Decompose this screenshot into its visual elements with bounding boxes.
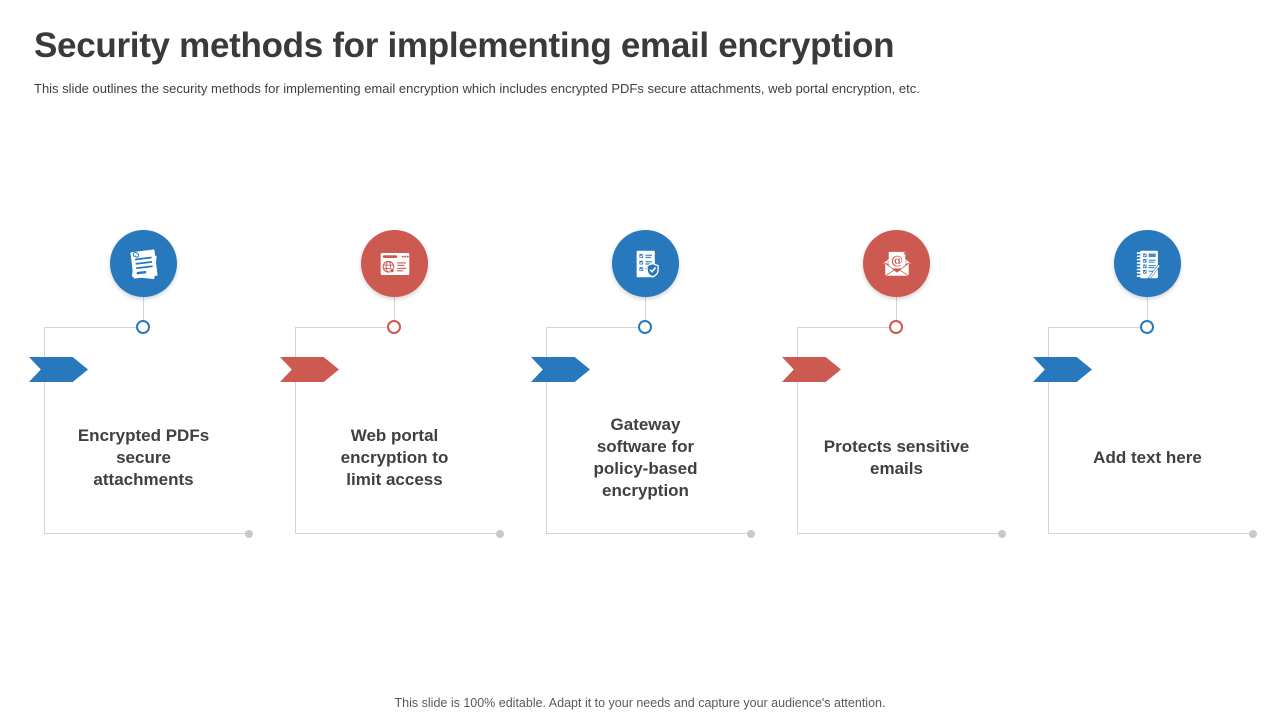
paperclip-document-icon — [122, 242, 166, 286]
chevron-arrow[interactable] — [29, 357, 88, 382]
box-bottom-line — [295, 533, 496, 534]
end-dot — [998, 530, 1006, 538]
slide-title: Security methods for implementing email … — [34, 26, 895, 65]
method-label[interactable]: Protects sensitive emails — [823, 436, 970, 478]
box-bottom-line — [546, 533, 747, 534]
icon-circle[interactable] — [110, 230, 177, 297]
chevron-arrow[interactable] — [531, 357, 590, 382]
connector-ring — [136, 320, 150, 334]
connector-line — [1147, 297, 1148, 321]
box-top-line — [797, 327, 889, 328]
icon-circle[interactable] — [612, 230, 679, 297]
box-left-line — [44, 327, 45, 534]
box-left-line — [546, 327, 547, 534]
box-bottom-line — [1048, 533, 1249, 534]
connector-ring — [1140, 320, 1154, 334]
method-column: Encrypted PDFs secure attachments — [18, 0, 269, 720]
slide-subtitle: This slide outlines the security methods… — [34, 81, 920, 96]
connector-line — [896, 297, 897, 321]
box-bottom-line — [44, 533, 245, 534]
method-column: Web portal encryption to limit access — [269, 0, 520, 720]
method-label[interactable]: Gateway software for policy-based encryp… — [593, 414, 698, 501]
checklist-shield-icon — [624, 242, 668, 286]
method-label[interactable]: Web portal encryption to limit access — [340, 425, 449, 490]
connector-ring — [889, 320, 903, 334]
method-label[interactable]: Add text here — [1093, 447, 1202, 467]
end-dot — [245, 530, 253, 538]
connector-line — [394, 297, 395, 321]
email-at-envelope-icon: @ — [875, 242, 919, 286]
footer-note: This slide is 100% editable. Adapt it to… — [394, 696, 886, 710]
method-label[interactable]: Encrypted PDFs secure attachments — [77, 425, 210, 490]
box-left-line — [295, 327, 296, 534]
icon-circle[interactable] — [1114, 230, 1181, 297]
chevron-arrow[interactable] — [280, 357, 339, 382]
chevron-arrow[interactable] — [782, 357, 841, 382]
web-portal-globe-icon — [373, 242, 417, 286]
method-column: Add text here — [1022, 0, 1273, 720]
end-dot — [1249, 530, 1257, 538]
box-top-line — [546, 327, 638, 328]
end-dot — [747, 530, 755, 538]
box-top-line — [44, 327, 136, 328]
connector-ring — [638, 320, 652, 334]
box-top-line — [295, 327, 387, 328]
method-column: Gateway software for policy-based encryp… — [520, 0, 771, 720]
connector-ring — [387, 320, 401, 334]
svg-text:@: @ — [890, 253, 902, 267]
box-top-line — [1048, 327, 1140, 328]
box-left-line — [797, 327, 798, 534]
icon-circle[interactable] — [361, 230, 428, 297]
chevron-arrow[interactable] — [1033, 357, 1092, 382]
icon-circle[interactable]: @ — [863, 230, 930, 297]
box-bottom-line — [797, 533, 998, 534]
box-left-line — [1048, 327, 1049, 534]
connector-line — [645, 297, 646, 321]
end-dot — [496, 530, 504, 538]
method-column: @ Protects sensitive emails — [771, 0, 1022, 720]
connector-line — [143, 297, 144, 321]
notepad-pen-icon — [1126, 242, 1170, 286]
